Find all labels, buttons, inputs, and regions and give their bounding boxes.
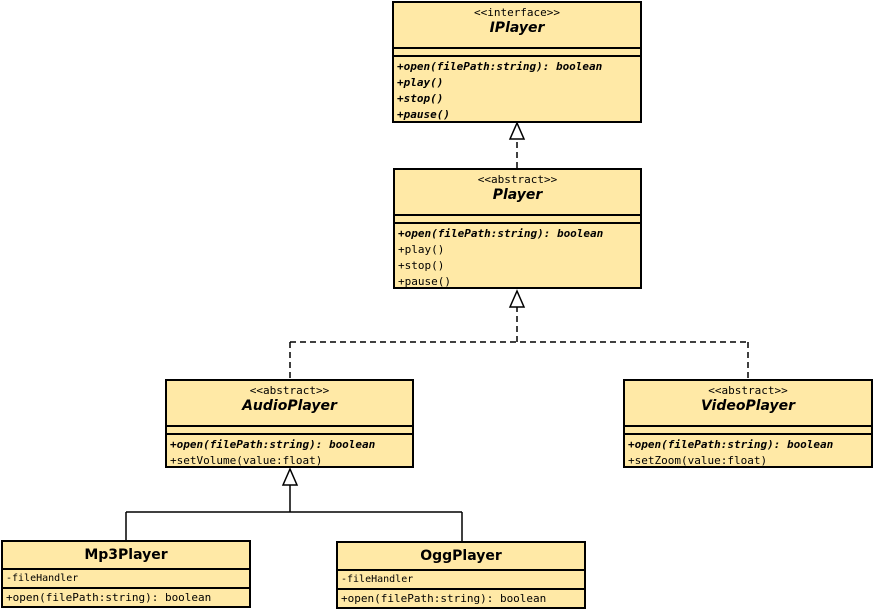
class-header: OggPlayer bbox=[338, 543, 584, 571]
stereotype-label: <<abstract>> bbox=[477, 173, 558, 186]
class-header: <<abstract>> AudioPlayer bbox=[167, 381, 412, 427]
stereotype-label: <<abstract>> bbox=[249, 384, 330, 397]
class-header: <<interface>> IPlayer bbox=[394, 3, 640, 49]
methods-compartment: +open(filePath:string): boolean bbox=[3, 589, 249, 606]
methods-compartment: +open(filePath:string): boolean +setVolum… bbox=[167, 435, 412, 467]
stereotype-label: <<abstract>> bbox=[708, 384, 788, 397]
class-iplayer[interactable]: <<interface>> IPlayer +open(filePath:str… bbox=[392, 1, 642, 123]
attributes-compartment bbox=[625, 427, 871, 435]
class-videoplayer[interactable]: <<abstract>> VideoPlayer +open(filePath:… bbox=[623, 379, 873, 468]
attributes-compartment bbox=[394, 49, 640, 57]
class-player[interactable]: <<abstract>> Player +open(filePath:strin… bbox=[393, 168, 642, 289]
attributes-compartment bbox=[167, 427, 412, 435]
class-name: Player bbox=[492, 187, 543, 203]
method-item: +setZoom(value:float) bbox=[628, 454, 768, 467]
class-mp3player[interactable]: Mp3Player -fileHandler +open(filePath:st… bbox=[1, 540, 251, 608]
generalization-arrowhead-audioplayer bbox=[281, 467, 299, 486]
attribute-item: -fileHandler bbox=[6, 573, 79, 584]
attribute-item: -fileHandler bbox=[341, 574, 414, 585]
method-item: +pause() bbox=[398, 275, 451, 288]
methods-compartment: +open(filePath:string): boolean bbox=[338, 590, 584, 607]
class-name: Mp3Player bbox=[84, 547, 168, 563]
class-header: Mp3Player bbox=[3, 542, 249, 570]
attributes-compartment: -fileHandler bbox=[338, 571, 584, 590]
attributes-compartment: -fileHandler bbox=[3, 570, 249, 589]
class-header: <<abstract>> Player bbox=[395, 170, 640, 216]
methods-compartment: +open(filePath:string): boolean +play() +s… bbox=[395, 224, 640, 288]
stereotype-label: <<interface>> bbox=[473, 6, 561, 19]
class-header: <<abstract>> VideoPlayer bbox=[625, 381, 871, 427]
class-name: OggPlayer bbox=[420, 548, 502, 564]
method-item: +open(filePath:string): boolean bbox=[628, 438, 834, 451]
methods-compartment: +open(filePath:string): boolean +setZoom(… bbox=[625, 435, 871, 467]
method-item: +stop() bbox=[397, 92, 444, 105]
method-item: +play() bbox=[398, 243, 445, 256]
method-item: +setVolume(value:float) bbox=[170, 454, 323, 467]
method-item: +open(filePath:string): boolean bbox=[170, 438, 376, 451]
class-name: IPlayer bbox=[489, 20, 545, 36]
class-oggplayer[interactable]: OggPlayer -fileHandler +open(filePath:st… bbox=[336, 541, 586, 609]
method-item: +play() bbox=[397, 76, 444, 89]
method-item: +open(filePath:string): boolean bbox=[398, 227, 604, 240]
class-audioplayer[interactable]: <<abstract>> AudioPlayer +open(filePath:… bbox=[165, 379, 414, 468]
attributes-compartment bbox=[395, 216, 640, 224]
method-item: +stop() bbox=[398, 259, 445, 272]
realization-arrowhead-player bbox=[508, 289, 526, 308]
method-item: +open(filePath:string): boolean bbox=[397, 60, 603, 73]
class-name: VideoPlayer bbox=[700, 398, 796, 414]
method-item: +pause() bbox=[397, 108, 450, 121]
class-name: AudioPlayer bbox=[242, 398, 337, 414]
method-item: +open(filePath:string): boolean bbox=[6, 591, 212, 604]
method-item: +open(filePath:string): boolean bbox=[341, 592, 547, 605]
realization-arrowhead-iplayer bbox=[508, 121, 526, 140]
methods-compartment: +open(filePath:string): boolean +play() +s… bbox=[394, 57, 640, 121]
